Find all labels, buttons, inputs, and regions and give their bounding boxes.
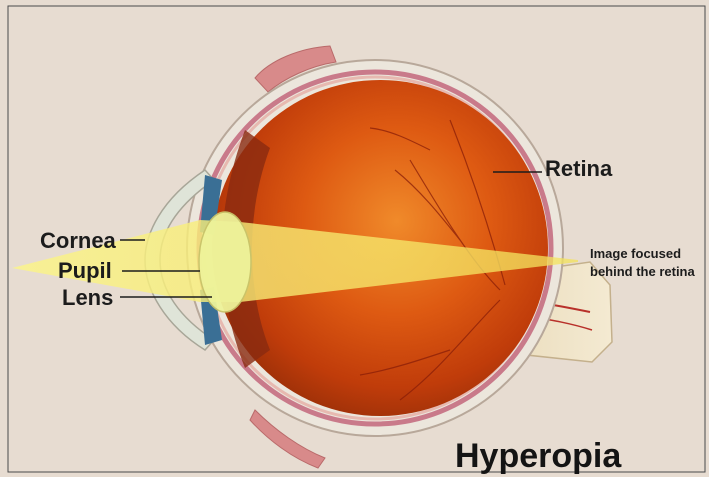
cornea-label: Cornea [40,228,117,253]
focus-label-line2: behind the retina [590,264,696,279]
focus-label-line1: Image focused [590,246,681,261]
retina-label: Retina [545,156,613,181]
lens-label: Lens [62,285,113,310]
pupil-label: Pupil [58,258,112,283]
diagram-title: Hyperopia [455,437,622,475]
